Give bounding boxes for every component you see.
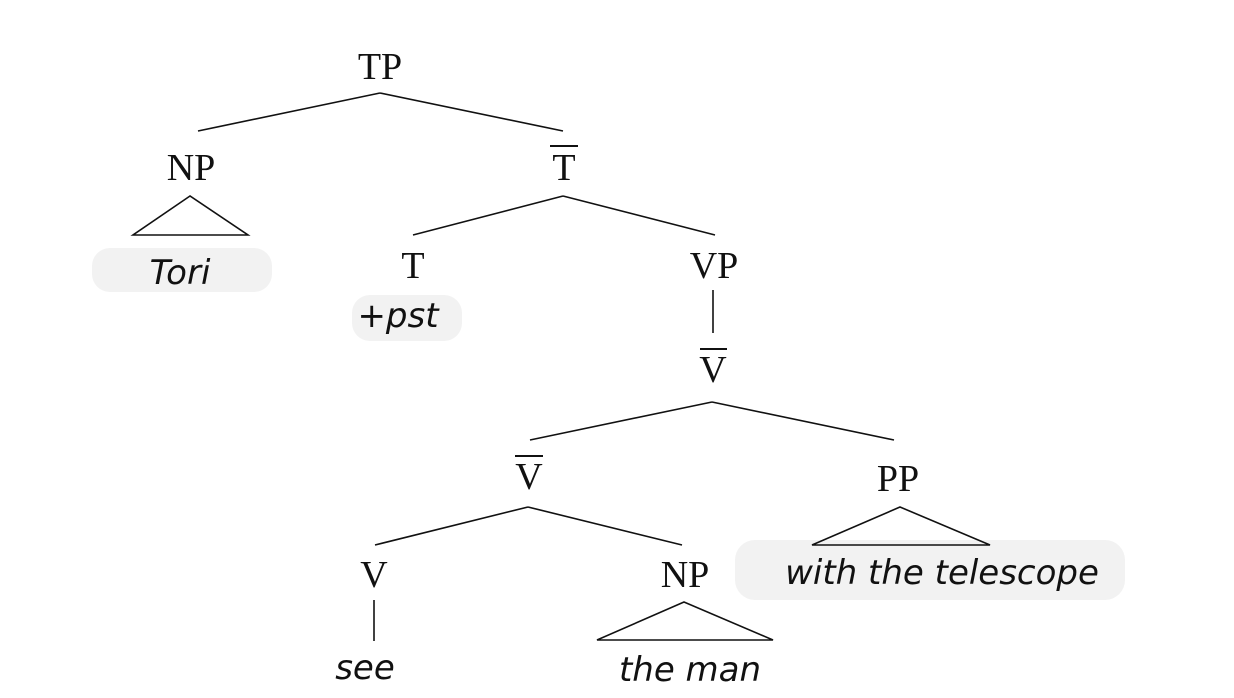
triangle-pp <box>811 506 991 546</box>
node-v-bar-upper: V <box>699 349 727 391</box>
word-pp-phrase: with the telescope <box>785 553 1099 593</box>
edge-tp-np <box>197 92 381 132</box>
edge-vbar-pp <box>711 401 895 441</box>
word-subject: Tori <box>150 253 211 293</box>
node-np-object: NP <box>661 554 710 596</box>
node-t: T <box>401 245 424 287</box>
edge-tp-tbar <box>379 92 564 132</box>
edge-tbar-vp <box>562 195 716 236</box>
node-t-bar: T <box>552 147 575 189</box>
node-tp: TP <box>358 46 402 88</box>
node-vp: VP <box>690 245 739 287</box>
edge-vbar-vbar <box>529 401 713 441</box>
triangle-np-object <box>596 601 774 641</box>
node-np-subject: NP <box>167 147 216 189</box>
smudge-pp <box>735 540 1125 600</box>
node-v: V <box>360 554 388 596</box>
word-tense: +pst <box>357 296 440 336</box>
edge-vbar-v <box>374 506 529 546</box>
edge-vbar-np <box>527 506 683 546</box>
node-v-bar-lower: V <box>515 456 543 498</box>
node-pp: PP <box>877 458 919 500</box>
word-object: the man <box>619 650 761 690</box>
smudge-pst <box>352 295 462 341</box>
edge-tbar-t <box>412 195 564 236</box>
smudge-tori <box>92 248 272 292</box>
word-verb: see <box>335 648 395 688</box>
triangle-np-subject <box>130 195 251 236</box>
